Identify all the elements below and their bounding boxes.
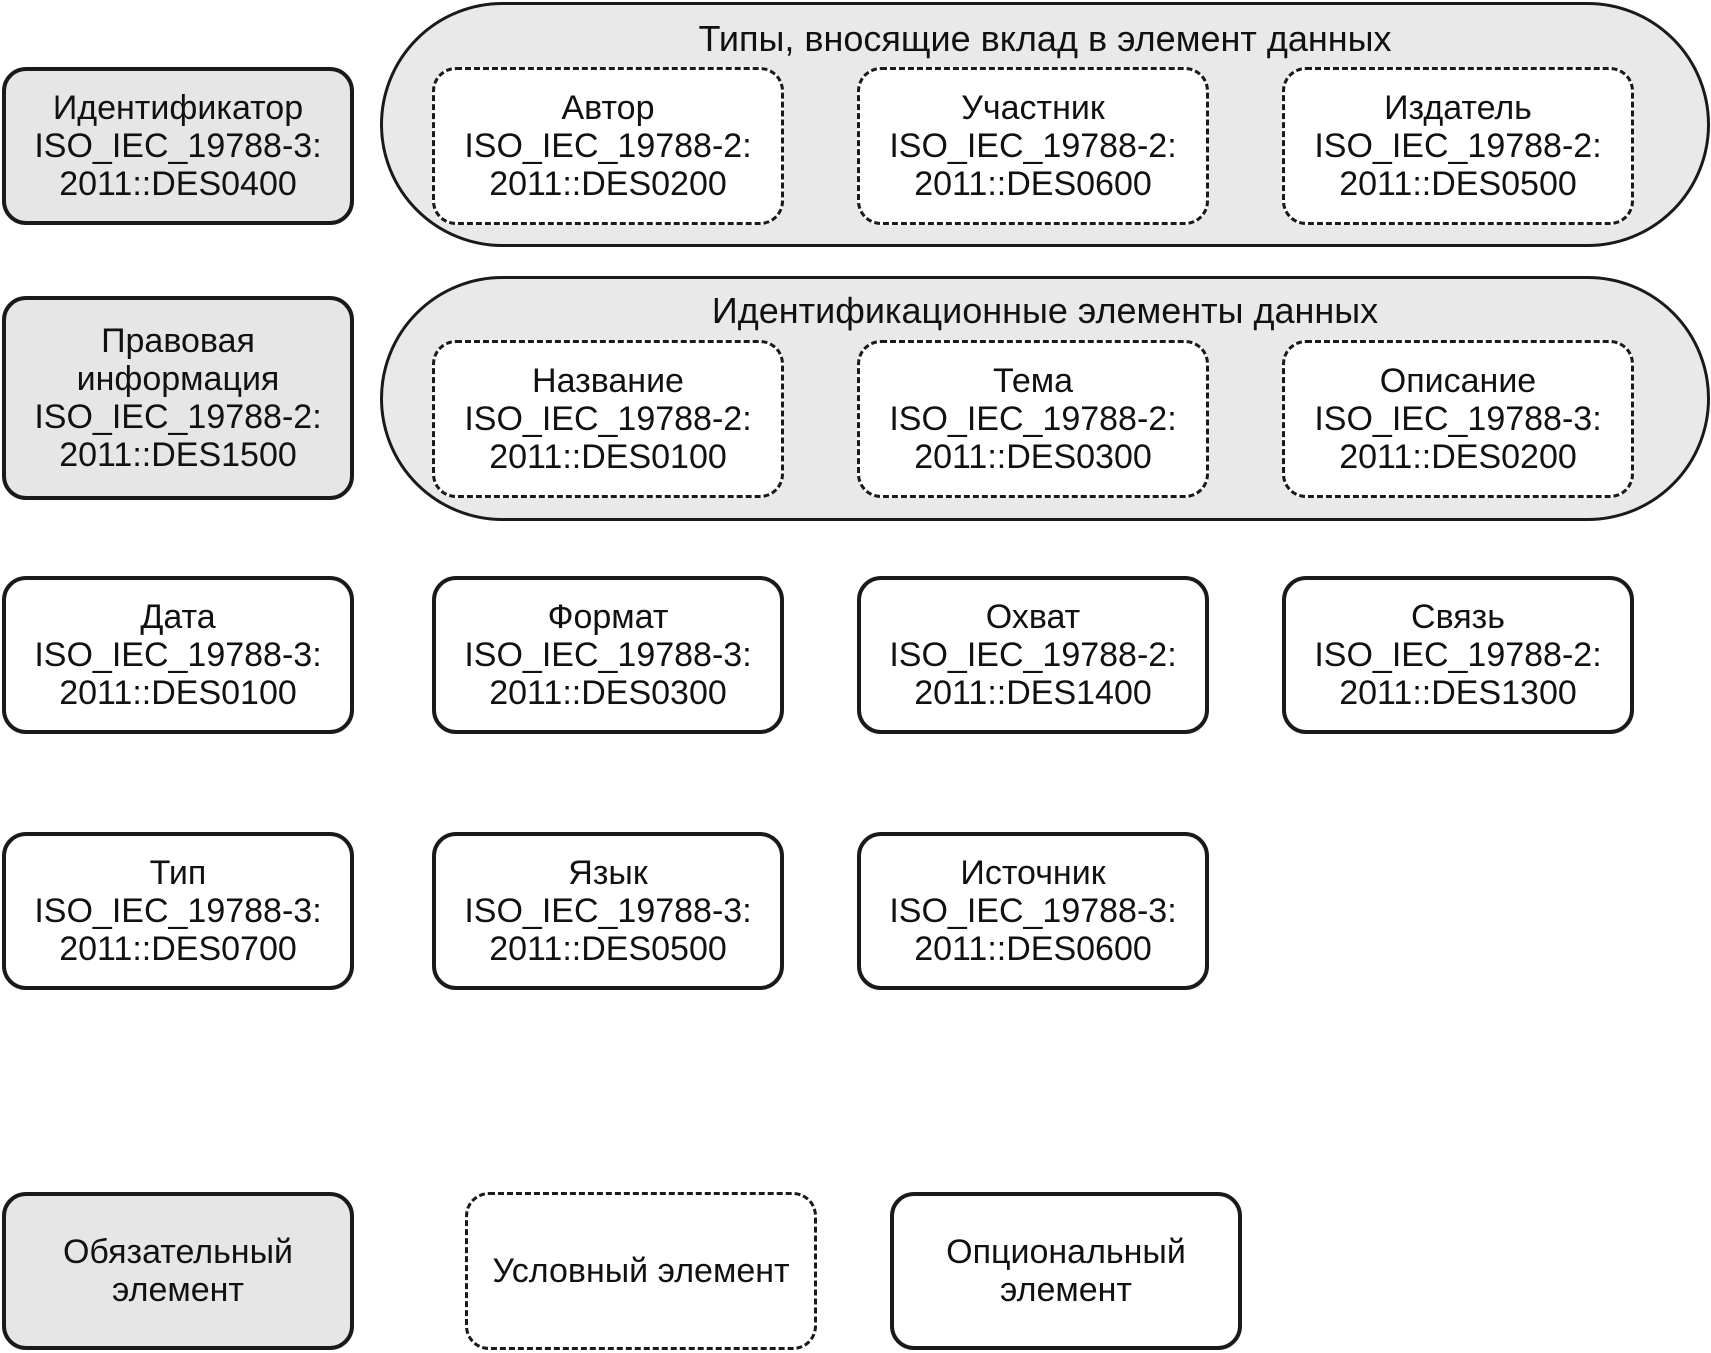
format-element: Формат ISO_IEC_19788-3: 2011::DES0300	[432, 576, 784, 734]
element-code: ISO_IEC_19788-2:	[1314, 636, 1602, 674]
element-name: Тип	[149, 854, 207, 892]
author-element: Автор ISO_IEC_19788-2: 2011::DES0200	[432, 67, 784, 225]
element-code: 2011::DES0400	[59, 165, 297, 203]
element-code: 2011::DES0500	[1339, 165, 1577, 203]
element-name: информация	[76, 360, 280, 398]
legend-label: Опциональный	[946, 1233, 1186, 1271]
element-name: Название	[532, 362, 684, 400]
element-name: Связь	[1411, 598, 1505, 636]
legal-info-element: Правовая информация ISO_IEC_19788-2: 201…	[2, 296, 354, 500]
element-code: ISO_IEC_19788-2:	[889, 127, 1177, 165]
legend-optional: Опциональный элемент	[890, 1192, 1242, 1350]
element-code: ISO_IEC_19788-2:	[464, 127, 752, 165]
element-name: Формат	[547, 598, 669, 636]
date-element: Дата ISO_IEC_19788-3: 2011::DES0100	[2, 576, 354, 734]
element-code: ISO_IEC_19788-3:	[34, 127, 322, 165]
legend-mandatory: Обязательный элемент	[2, 1192, 354, 1350]
element-name: Тема	[992, 362, 1074, 400]
element-name: Источник	[960, 854, 1106, 892]
element-name: Автор	[561, 89, 655, 127]
description-element: Описание ISO_IEC_19788-3: 2011::DES0200	[1282, 340, 1634, 498]
contributor-element: Участник ISO_IEC_19788-2: 2011::DES0600	[857, 67, 1209, 225]
title-element: Название ISO_IEC_19788-2: 2011::DES0100	[432, 340, 784, 498]
element-code: ISO_IEC_19788-2:	[889, 400, 1177, 438]
element-name: Участник	[961, 89, 1105, 127]
element-name: Охват	[985, 598, 1081, 636]
relation-element: Связь ISO_IEC_19788-2: 2011::DES1300	[1282, 576, 1634, 734]
legend-label: элемент	[112, 1271, 244, 1309]
element-code: 2011::DES0100	[489, 438, 727, 476]
type-element: Тип ISO_IEC_19788-3: 2011::DES0700	[2, 832, 354, 990]
element-code: ISO_IEC_19788-3:	[34, 636, 322, 674]
legend-conditional: Условный элемент	[465, 1192, 817, 1350]
group-title: Идентификационные элементы данных	[711, 290, 1379, 331]
coverage-element: Охват ISO_IEC_19788-2: 2011::DES1400	[857, 576, 1209, 734]
element-code: ISO_IEC_19788-2:	[464, 400, 752, 438]
element-code: 2011::DES0300	[489, 674, 727, 712]
element-code: ISO_IEC_19788-3:	[464, 636, 752, 674]
element-code: 2011::DES0600	[914, 165, 1152, 203]
element-code: 2011::DES1400	[914, 674, 1152, 712]
element-name: Издатель	[1384, 89, 1532, 127]
element-code: ISO_IEC_19788-2:	[34, 398, 322, 436]
element-code: 2011::DES1300	[1339, 674, 1577, 712]
element-name: Язык	[568, 854, 648, 892]
legend-label: элемент	[1000, 1271, 1132, 1309]
language-element: Язык ISO_IEC_19788-3: 2011::DES0500	[432, 832, 784, 990]
element-code: 2011::DES1500	[59, 436, 297, 474]
element-code: 2011::DES0300	[914, 438, 1152, 476]
element-code: 2011::DES0200	[489, 165, 727, 203]
element-code: ISO_IEC_19788-2:	[1314, 127, 1602, 165]
element-code: 2011::DES0200	[1339, 438, 1577, 476]
publisher-element: Издатель ISO_IEC_19788-2: 2011::DES0500	[1282, 67, 1634, 225]
group-title: Типы, вносящие вклад в элемент данных	[698, 18, 1392, 59]
identifier-element: Идентификатор ISO_IEC_19788-3: 2011::DES…	[2, 67, 354, 225]
element-code: ISO_IEC_19788-3:	[34, 892, 322, 930]
element-code: 2011::DES0100	[59, 674, 297, 712]
source-element: Источник ISO_IEC_19788-3: 2011::DES0600	[857, 832, 1209, 990]
element-code: ISO_IEC_19788-3:	[1314, 400, 1602, 438]
legend-label: Обязательный	[62, 1233, 294, 1271]
element-code: 2011::DES0600	[914, 930, 1152, 968]
element-code: ISO_IEC_19788-3:	[464, 892, 752, 930]
element-name: Дата	[140, 598, 216, 636]
element-name: Правовая	[101, 322, 255, 360]
element-name: Описание	[1379, 362, 1537, 400]
subject-element: Тема ISO_IEC_19788-2: 2011::DES0300	[857, 340, 1209, 498]
legend-label: Условный элемент	[492, 1252, 790, 1290]
element-code: 2011::DES0700	[59, 930, 297, 968]
element-code: ISO_IEC_19788-3:	[889, 892, 1177, 930]
element-name: Идентификатор	[52, 89, 304, 127]
element-code: 2011::DES0500	[489, 930, 727, 968]
element-code: ISO_IEC_19788-2:	[889, 636, 1177, 674]
